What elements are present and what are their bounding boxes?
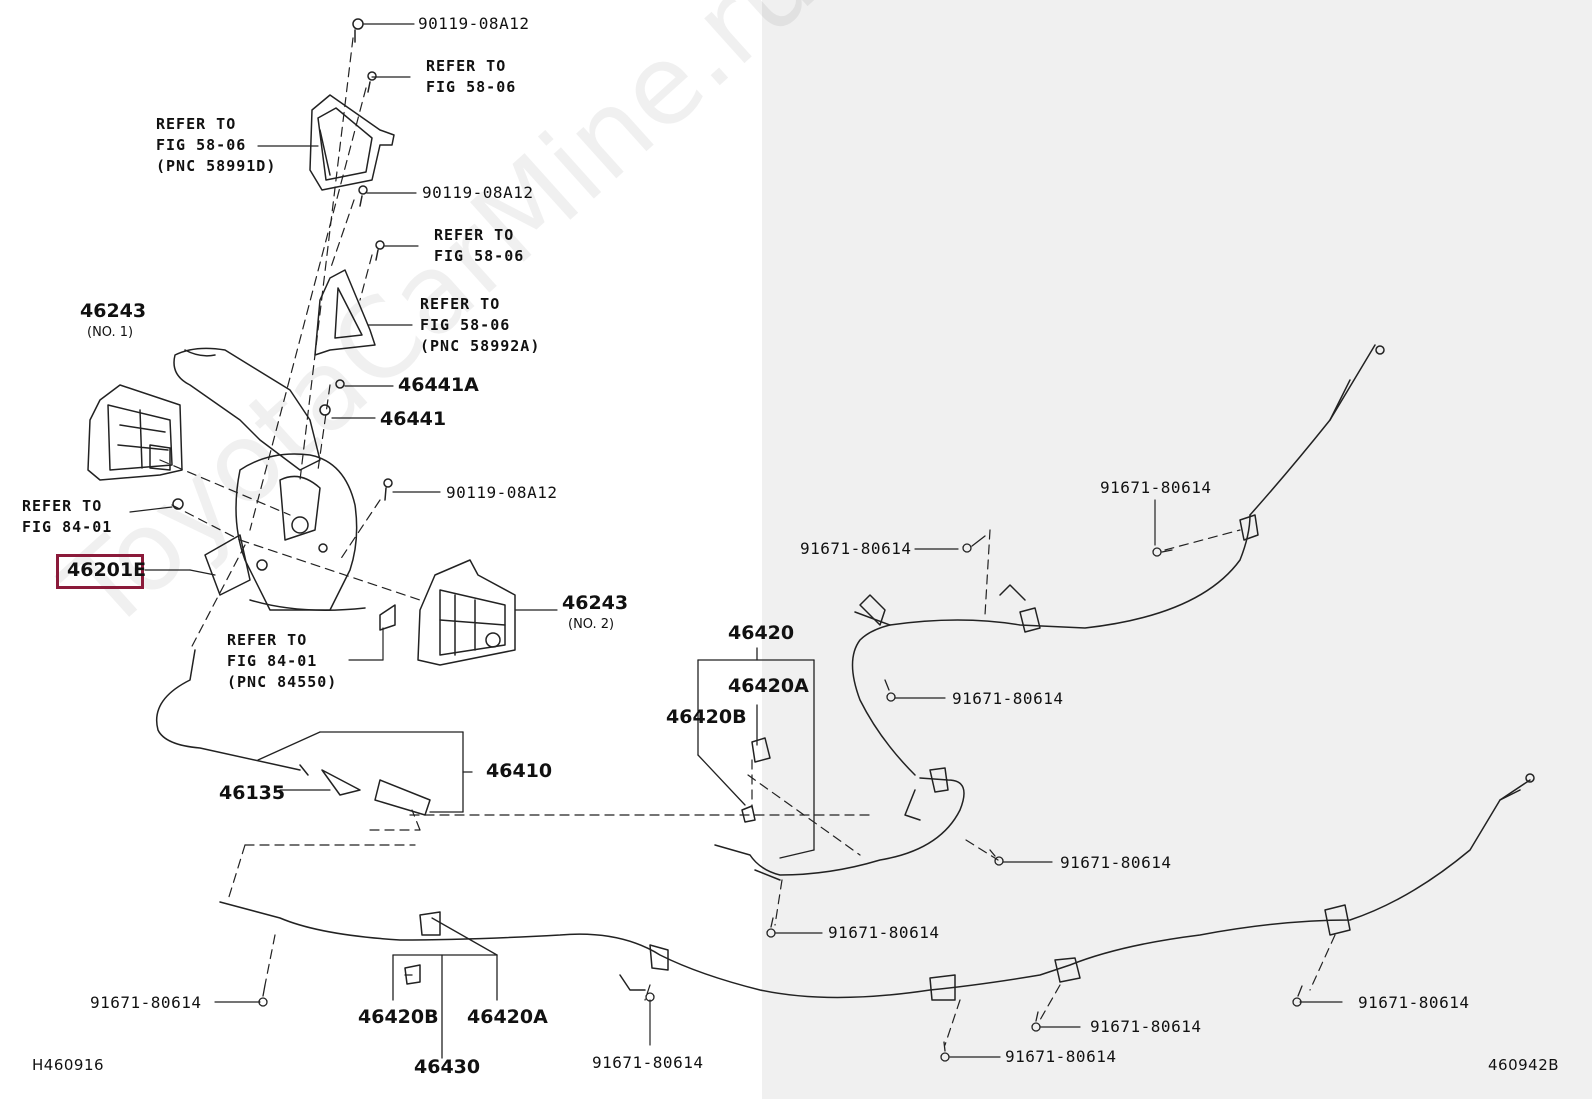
label-91671-j: 91671-80614 — [592, 1053, 704, 1072]
group-bracket-46410 — [257, 731, 473, 813]
right-background-panel — [762, 0, 1592, 1099]
upper-bracket — [309, 94, 395, 191]
label-46441a: 46441A — [398, 374, 479, 396]
figure-code-right: 460942B — [1488, 1056, 1560, 1074]
label-46410: 46410 — [486, 760, 553, 782]
middle-bracket — [314, 269, 376, 356]
group-bracket-46420 — [697, 647, 815, 859]
assembly-dash-lines — [159, 37, 1336, 1046]
group-bracket-46430 — [392, 917, 498, 1059]
label-91671-c: 91671-80614 — [952, 689, 1064, 708]
parking-lever — [173, 347, 366, 611]
label-91671-f: 91671-80614 — [90, 993, 202, 1012]
figure-code-left: H460916 — [32, 1056, 105, 1074]
bolts — [258, 535, 1303, 1062]
label-91671-g: 91671-80614 — [1358, 993, 1470, 1012]
label-91671-e: 91671-80614 — [828, 923, 940, 942]
label-46430: 46430 — [414, 1056, 481, 1078]
label-no2: (NO. 2) — [568, 617, 615, 632]
rear-cable-right — [854, 344, 1385, 633]
label-46420b-lower: 46420B — [358, 1006, 439, 1028]
label-90119-low: 90119-08A12 — [446, 483, 558, 502]
label-46420b-upper: 46420B — [666, 706, 747, 728]
label-46243-no2: 46243 — [562, 592, 629, 614]
label-46243-no1: 46243 — [80, 300, 147, 322]
intermediate-cable — [714, 624, 965, 881]
label-91671-a: 91671-80614 — [1100, 478, 1212, 497]
label-91671-b: 91671-80614 — [800, 539, 912, 558]
label-91671-h: 91671-80614 — [1090, 1017, 1202, 1036]
leader-lines — [129, 23, 1343, 1058]
cover-no1 — [87, 384, 183, 481]
label-91671-d: 91671-80614 — [1060, 853, 1172, 872]
label-46420: 46420 — [728, 622, 795, 644]
rear-cable-left — [219, 773, 1535, 1001]
highlight-box-46201e — [56, 554, 144, 589]
label-46420a-upper: 46420A — [728, 675, 809, 697]
label-46441: 46441 — [380, 408, 447, 430]
label-46201e: 46201E — [67, 559, 147, 581]
label-91671-i: 91671-80614 — [1005, 1047, 1117, 1066]
fasteners-upper — [172, 18, 396, 631]
front-cable — [156, 649, 431, 816]
label-46420a-lower: 46420A — [467, 1006, 548, 1028]
label-46135: 46135 — [219, 782, 286, 804]
label-90119-mid: 90119-08A12 — [422, 183, 534, 202]
cover-no2 — [417, 559, 516, 666]
label-no1: (NO. 1) — [87, 325, 134, 340]
label-90119-top: 90119-08A12 — [418, 14, 530, 33]
